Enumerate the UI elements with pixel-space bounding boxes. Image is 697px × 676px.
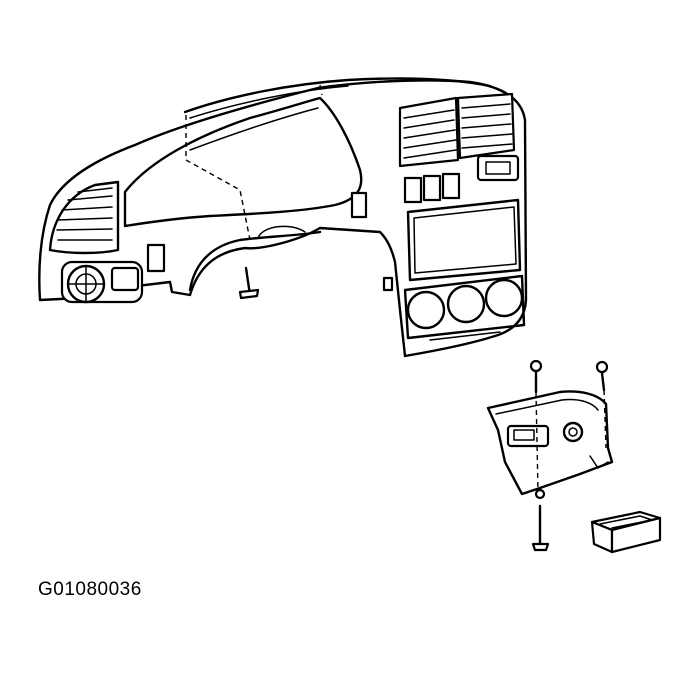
panel-clip	[382, 276, 394, 292]
bracket-screw-top-left	[529, 359, 543, 394]
climate-controls	[403, 274, 526, 341]
bracket-screw-bottom	[531, 488, 550, 552]
radio-opening	[406, 198, 522, 282]
small-tray	[590, 510, 662, 554]
left-air-vent	[48, 180, 120, 255]
bracket-screw-top-right	[595, 360, 609, 392]
instrument-panel	[38, 77, 528, 358]
figure-id: G01080036	[38, 579, 142, 600]
center-air-vents	[398, 92, 516, 168]
switch-blank-left	[146, 243, 166, 273]
switch-row	[403, 154, 520, 204]
panel-screw	[238, 266, 260, 300]
switch-blank-center	[350, 191, 368, 219]
lower-bracket	[486, 390, 614, 496]
headlamp-switch	[60, 260, 144, 304]
